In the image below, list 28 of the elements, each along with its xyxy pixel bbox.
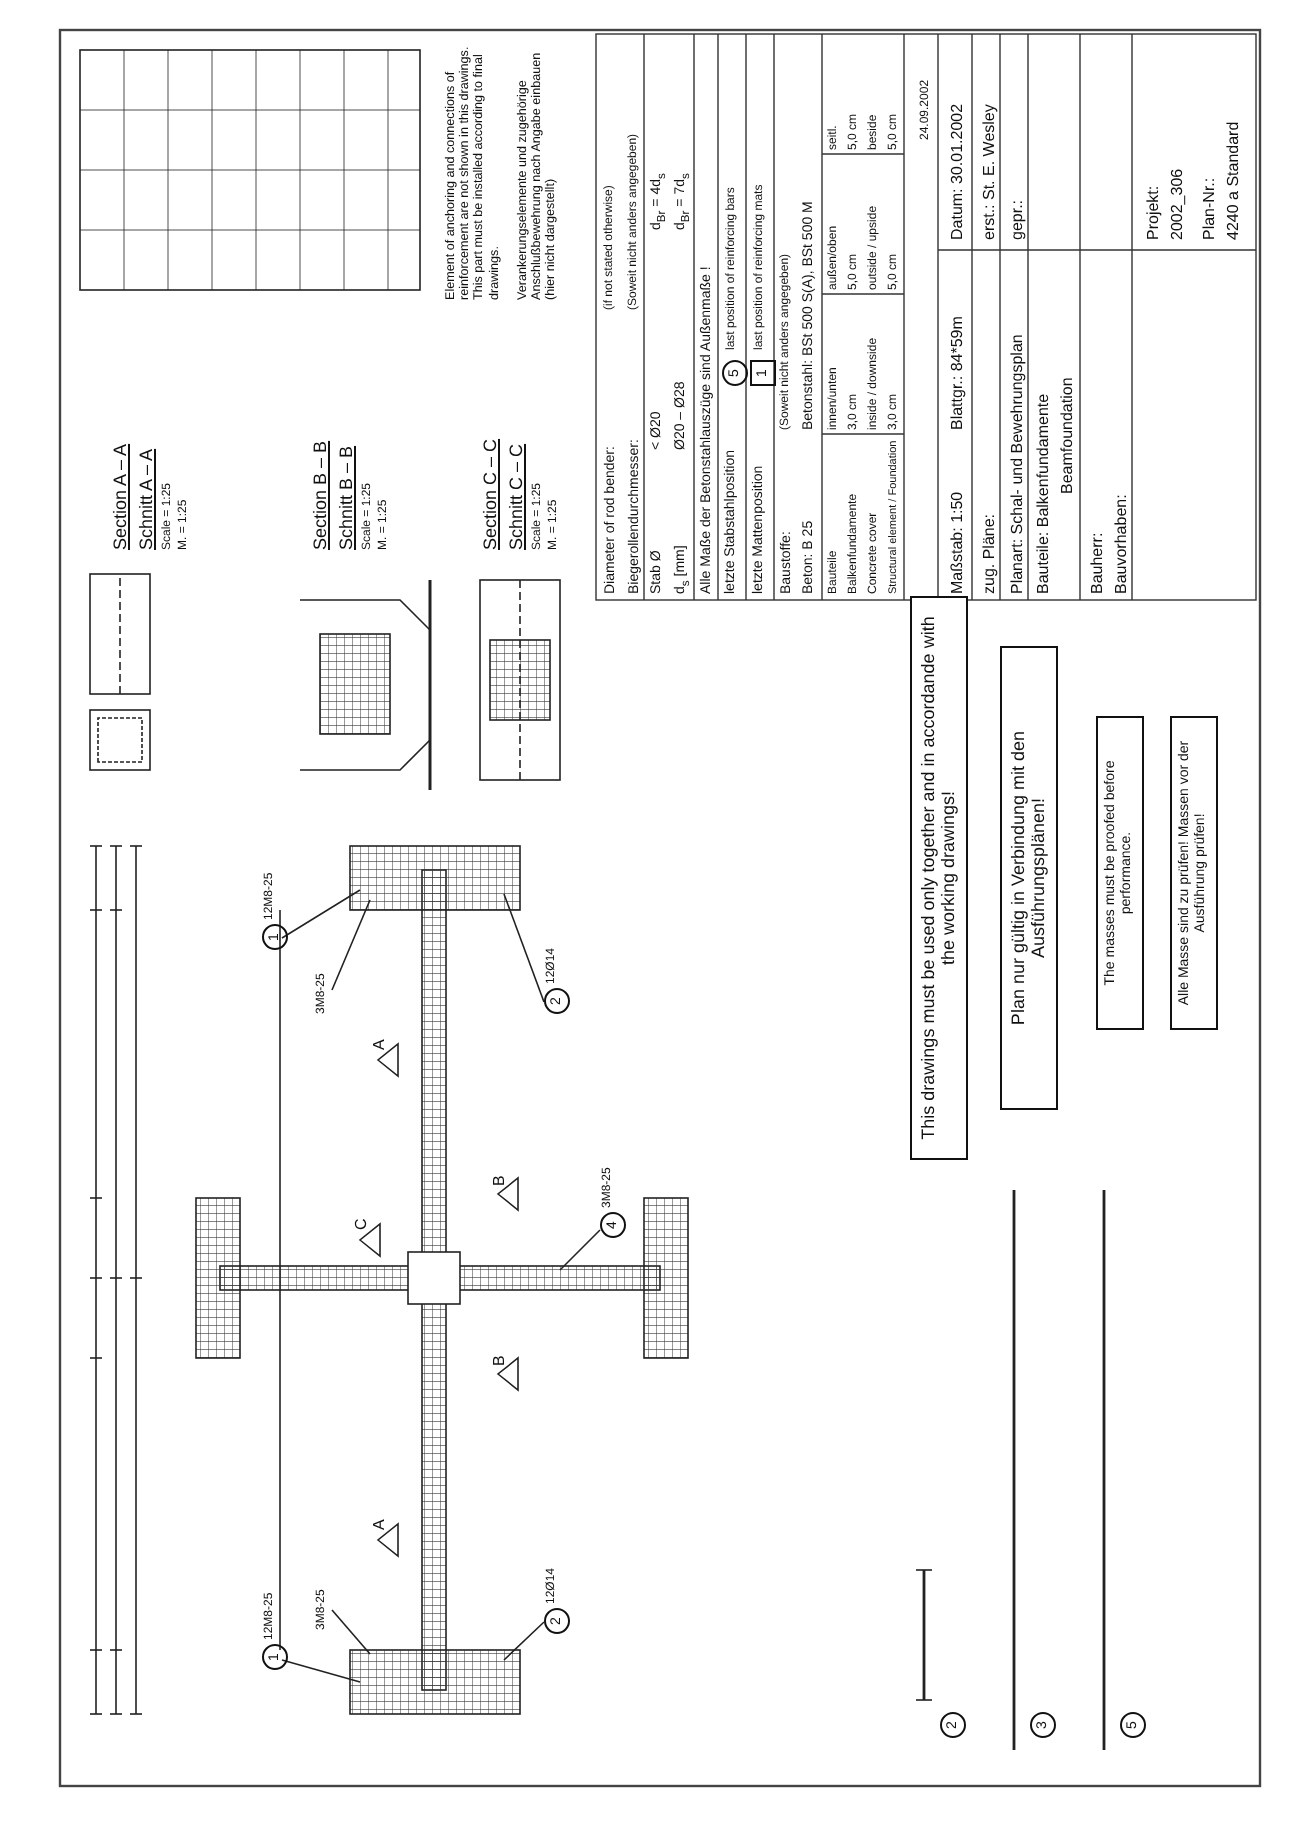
section-mark: B [490,1353,509,1366]
table-text: Bauvorhaben: [1112,492,1131,594]
section-title: Schnitt B – B [336,443,357,550]
table-text: Bauteile: Balkenfundamente [1034,391,1053,594]
section-mark: C [352,1216,371,1230]
section-title: Section C – C [480,436,501,550]
section-title: Section A – A [110,441,131,550]
table-text: Bauherr: [1088,530,1107,594]
table-text: gepr.: [1008,197,1027,240]
section-title: Schnitt A – A [136,446,157,550]
table-text: Projekt: [1144,183,1163,240]
table-text: Plan-Nr.: [1200,175,1219,240]
table-text: 4240 a Standard [1224,119,1243,240]
table-text: Blattgr.: 84*59m [948,314,967,430]
table-text: zug. Pläne: [980,511,999,594]
table-text: Planart: Schal- und Bewehrungsplan [1008,332,1027,594]
section-title: Section B – B [310,438,331,550]
notice-box: Plan nur gültig in Verbindung mit den Ausführungsplänen! [1000,646,1058,1110]
section-mark: A [370,1037,389,1050]
notice-box: This drawings must be used only together and in accordande with the working drawings! [910,596,968,1160]
table-text: Beamfoundation [1058,375,1077,494]
table-text: 2002_306 [1168,166,1187,240]
table-text: Maßstab: 1:50 [948,489,967,594]
section-mark: B [490,1173,509,1186]
table-text: erst.: St. E. Wesley [980,102,999,240]
table-text: Datum: 30.01.2002 [948,101,967,240]
section-title: Schnitt C – C [506,441,527,550]
section-mark: A [370,1517,389,1530]
